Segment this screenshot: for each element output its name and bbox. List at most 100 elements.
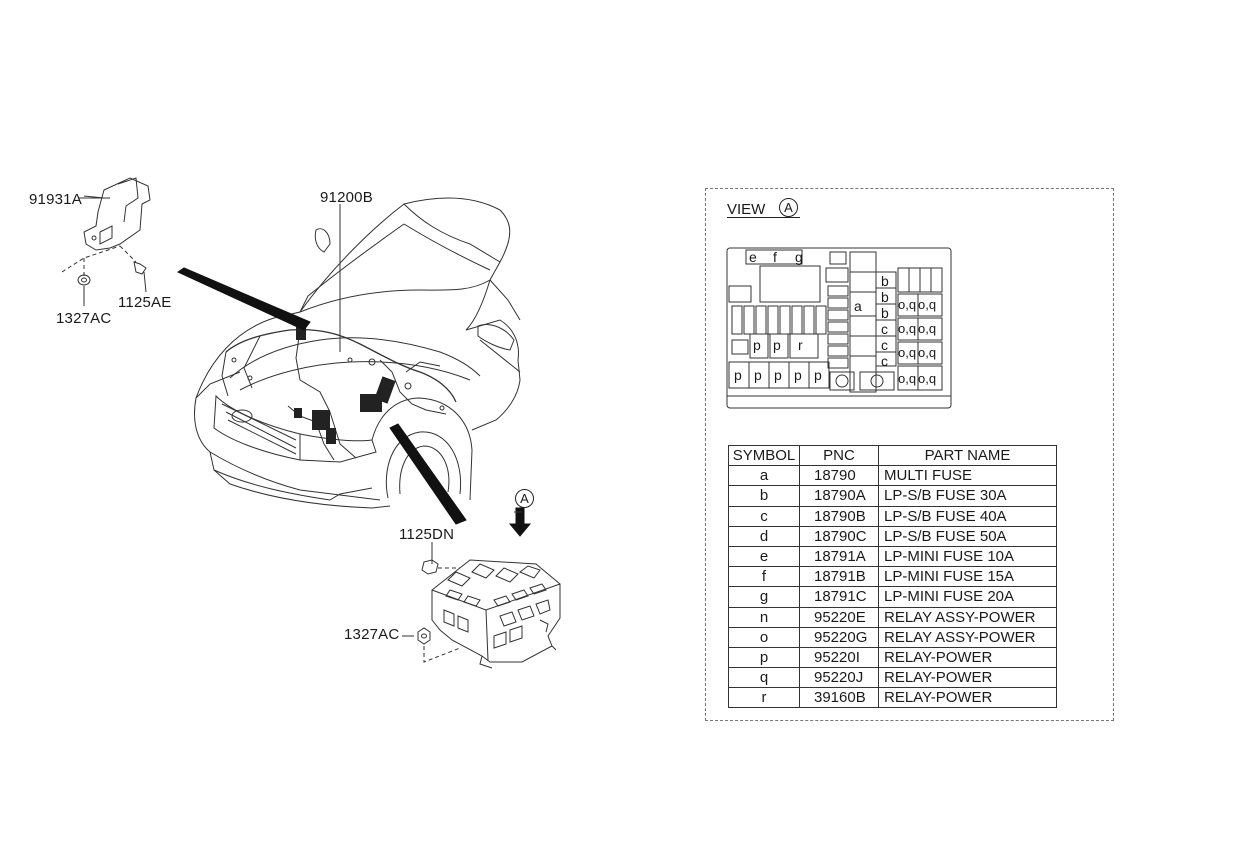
relay-label-p-small-2: p bbox=[773, 337, 781, 353]
view-title-marker: A bbox=[779, 198, 798, 217]
fuse-label-c3: c bbox=[881, 353, 888, 369]
cell-part-name: RELAY-POWER bbox=[878, 646, 1057, 669]
cell-pnc[interactable]: 18791A bbox=[799, 545, 879, 568]
relay-label-oq6: o,q bbox=[918, 345, 937, 360]
cell-pnc[interactable]: 95220J bbox=[799, 667, 879, 689]
fuse-box-layout bbox=[726, 247, 952, 409]
cell-symbol: e bbox=[728, 545, 800, 568]
cell-part-name: LP-S/B FUSE 50A bbox=[878, 525, 1057, 547]
cell-pnc[interactable]: 18790B bbox=[799, 505, 879, 527]
cell-symbol: c bbox=[728, 505, 800, 527]
fuse-label-b3: b bbox=[881, 305, 889, 321]
relay-label-p2: p bbox=[754, 367, 762, 383]
cell-pnc[interactable]: 95220I bbox=[799, 646, 879, 669]
view-title-underline bbox=[727, 217, 800, 218]
cell-symbol: n bbox=[728, 606, 800, 628]
view-title-marker-label: A bbox=[784, 200, 793, 215]
vehicle-illustration bbox=[194, 197, 521, 509]
cell-pnc[interactable]: 95220E bbox=[799, 606, 879, 628]
cell-symbol: d bbox=[728, 525, 800, 547]
table-header-row: SYMBOL PNC PART NAME bbox=[728, 444, 1057, 467]
header-pnc: PNC bbox=[799, 444, 879, 467]
relay-label-r: r bbox=[798, 337, 803, 353]
relay-label-oq2: o,q bbox=[918, 297, 937, 312]
view-marker-circle[interactable]: A bbox=[515, 489, 534, 508]
bolt-upper-part[interactable] bbox=[133, 261, 147, 293]
view-panel bbox=[705, 188, 1114, 721]
cell-part-name: LP-S/B FUSE 30A bbox=[878, 485, 1057, 507]
cell-part-name: RELAY-POWER bbox=[878, 687, 1057, 709]
callout-bracket[interactable]: 91931A bbox=[29, 191, 82, 208]
fuse-label-a: a bbox=[854, 298, 862, 314]
fuse-label-c1: c bbox=[881, 321, 888, 337]
callout-nut-lower[interactable]: 1327AC bbox=[344, 626, 400, 643]
relay-label-oq1: o,q bbox=[898, 297, 917, 312]
cell-part-name: LP-MINI FUSE 20A bbox=[878, 586, 1057, 608]
header-symbol: SYMBOL bbox=[728, 444, 800, 467]
bolt-lower-part[interactable] bbox=[421, 542, 460, 575]
relay-label-p4: p bbox=[794, 367, 802, 383]
cell-part-name: RELAY ASSY-POWER bbox=[878, 606, 1057, 628]
cell-part-name: MULTI FUSE bbox=[878, 465, 1057, 487]
relay-label-p5: p bbox=[814, 367, 822, 383]
cell-part-name: RELAY ASSY-POWER bbox=[878, 626, 1057, 648]
relay-label-oq5: o,q bbox=[898, 345, 917, 360]
callout-bolt-upper[interactable]: 1125AE bbox=[118, 294, 172, 311]
fuse-label-c2: c bbox=[881, 337, 888, 353]
cell-pnc[interactable]: 18790A bbox=[799, 485, 879, 507]
callout-nut-upper[interactable]: 1327AC bbox=[56, 310, 112, 327]
bracket-part[interactable] bbox=[83, 177, 151, 251]
header-part-name: PART NAME bbox=[878, 444, 1057, 467]
cell-symbol: f bbox=[728, 566, 800, 588]
relay-label-oq3: o,q bbox=[898, 321, 917, 336]
view-marker-label: A bbox=[520, 491, 529, 506]
relay-label-oq4: o,q bbox=[918, 321, 937, 336]
relay-label-oq8: o,q bbox=[918, 371, 937, 386]
relay-label-p-small-1: p bbox=[753, 337, 761, 353]
fuse-label-e: e bbox=[749, 249, 757, 265]
cell-symbol: r bbox=[728, 687, 800, 709]
cell-part-name: LP-MINI FUSE 10A bbox=[878, 545, 1057, 568]
cell-symbol: a bbox=[728, 465, 800, 487]
nut-lower-part[interactable] bbox=[402, 627, 461, 663]
cell-pnc[interactable]: 95220G bbox=[799, 626, 879, 648]
cell-symbol: p bbox=[728, 646, 800, 669]
fuse-label-g: g bbox=[795, 249, 803, 265]
callout-bolt-lower[interactable]: 1125DN bbox=[399, 526, 455, 543]
cell-part-name: LP-MINI FUSE 15A bbox=[878, 566, 1057, 588]
fuse-label-b1: b bbox=[881, 273, 889, 289]
cell-part-name: RELAY-POWER bbox=[878, 667, 1057, 689]
cell-symbol: o bbox=[728, 626, 800, 648]
cell-pnc[interactable]: 18790C bbox=[799, 525, 879, 547]
relay-label-p3: p bbox=[774, 367, 782, 383]
fuse-label-f: f bbox=[773, 249, 777, 265]
relay-label-p1: p bbox=[734, 367, 742, 383]
cell-pnc[interactable]: 18790 bbox=[799, 465, 879, 487]
fuse-relay-box[interactable] bbox=[431, 559, 561, 669]
cell-pnc[interactable]: 18791B bbox=[799, 566, 879, 588]
nut-upper-part[interactable] bbox=[77, 274, 91, 306]
cell-pnc[interactable]: 18791C bbox=[799, 586, 879, 608]
callout-wiring-harness[interactable]: 91200B bbox=[320, 189, 373, 206]
fuse-label-b2: b bbox=[881, 289, 889, 305]
cell-part-name: LP-S/B FUSE 40A bbox=[878, 505, 1057, 527]
cell-symbol: g bbox=[728, 586, 800, 608]
cell-pnc[interactable]: 39160B bbox=[799, 687, 879, 709]
cell-symbol: b bbox=[728, 485, 800, 507]
view-title: VIEW bbox=[727, 201, 766, 218]
cell-symbol: q bbox=[728, 667, 800, 689]
relay-label-oq7: o,q bbox=[898, 371, 917, 386]
